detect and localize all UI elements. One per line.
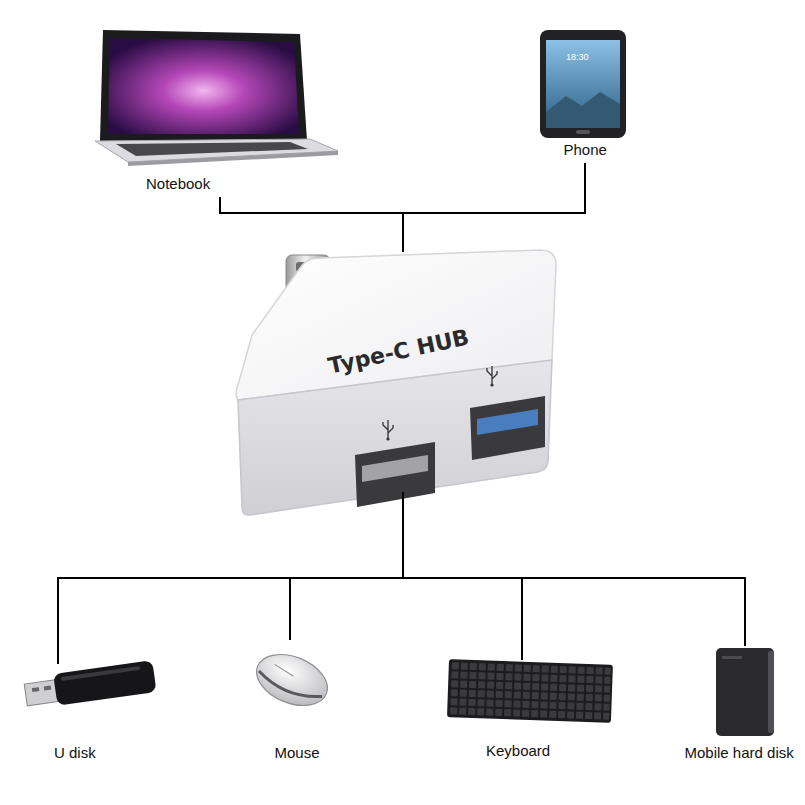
connector-line	[290, 492, 403, 640]
notebook-device: Notebook	[95, 25, 340, 197]
device-label: Notebook	[146, 175, 210, 193]
usb-hub: Type-C HUB	[232, 252, 558, 492]
device-label: Mobile hard disk	[685, 744, 794, 762]
connector-line	[403, 163, 585, 252]
connector-line	[403, 492, 745, 646]
phone-clock: 18:30	[566, 52, 589, 62]
device-label: Mouse	[275, 744, 320, 762]
connector-line	[220, 197, 403, 252]
keyboard-device: Keyboard	[445, 660, 615, 762]
hard-disk-device: Mobile hard disk	[683, 646, 796, 764]
u-disk-device: U disk	[20, 664, 160, 764]
phone-device: Phone	[535, 25, 635, 163]
mouse-device: Mouse	[250, 640, 340, 764]
connector-line	[403, 492, 522, 660]
connector-line	[58, 492, 403, 664]
device-label: Keyboard	[486, 742, 550, 760]
hub-label: Type-C HUB	[325, 324, 471, 379]
device-label: U disk	[54, 744, 96, 762]
device-label: Phone	[564, 141, 607, 159]
